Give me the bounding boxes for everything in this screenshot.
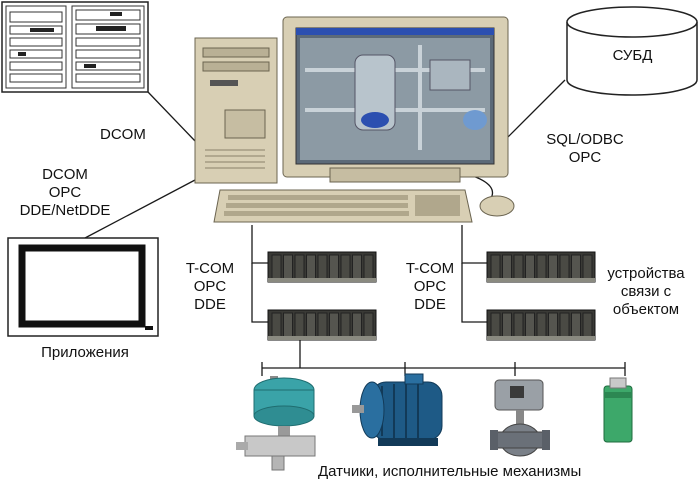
io-module-left-top-icon xyxy=(267,251,377,283)
server-rack-icon xyxy=(1,1,149,93)
io-devices-label-1: устройства xyxy=(607,265,685,282)
io-devices-label-2: связи с xyxy=(620,283,672,300)
database-cylinder-icon xyxy=(566,6,698,96)
right-io-protocol-label-3: DDE xyxy=(414,296,446,313)
left-io-protocol-label-2: OPC xyxy=(193,278,227,295)
line-right-bus-top xyxy=(461,225,487,264)
left-io-protocol-label-1: T-COM xyxy=(185,260,235,277)
db-name-label: СУБД xyxy=(612,47,653,64)
dcom-server-label: DCOM xyxy=(100,126,146,143)
io-module-left-bottom-icon xyxy=(267,309,377,341)
io-devices-label-3: объектом xyxy=(612,301,680,318)
db-protocol-label-2: OPC xyxy=(568,149,602,166)
control-valve-icon xyxy=(490,379,550,457)
db-protocol-label-1: SQL/ODBC xyxy=(546,131,624,148)
computer-icon xyxy=(194,16,515,223)
io-module-right-bottom-icon xyxy=(486,309,596,341)
io-module-right-top-icon xyxy=(486,251,596,283)
line-left-bus-bottom xyxy=(251,263,268,323)
dcom-app-label-2: OPC xyxy=(48,184,82,201)
line-right-bus-bottom xyxy=(461,263,487,323)
dcom-app-label-1: DCOM xyxy=(42,166,88,183)
electric-motor-icon xyxy=(352,373,443,446)
right-io-protocol-label-1: T-COM xyxy=(405,260,455,277)
applications-label: Приложения xyxy=(41,344,129,361)
pressure-transmitter-icon xyxy=(236,376,316,471)
left-io-protocol-label-3: DDE xyxy=(194,296,226,313)
mouse-cable xyxy=(469,174,494,201)
right-io-protocol-label-2: OPC xyxy=(413,278,447,295)
line-monitor-computer xyxy=(84,179,196,239)
monitor-icon xyxy=(7,237,159,337)
field-devices-label: Датчики, исполнительные механизмы xyxy=(318,463,582,480)
line-server-computer xyxy=(147,91,197,143)
proximity-sensor-icon xyxy=(603,377,633,443)
io-modules xyxy=(267,251,596,341)
line-db-computer xyxy=(504,79,566,141)
dcom-app-label-3: DDE/NetDDE xyxy=(19,202,111,219)
line-left-bus-top xyxy=(251,225,268,264)
